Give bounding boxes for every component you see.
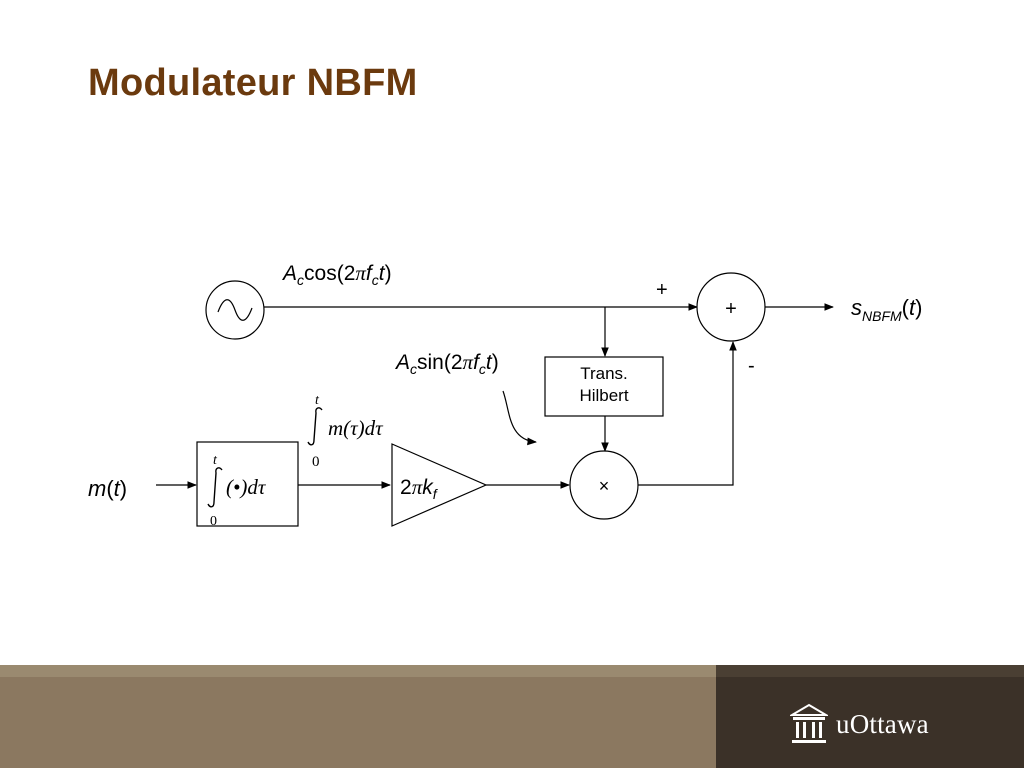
multiplier-symbol: × <box>599 476 610 496</box>
integrator-block: t 0 (•)dτ <box>196 441 299 529</box>
nbfm-block-diagram: Accos(2πfct) + + sNBFM(t) - Trans. Hilbe… <box>88 261 922 529</box>
integral-upper-limit: t <box>315 393 320 408</box>
plus-sign-label: + <box>656 279 668 301</box>
integral-body: m(τ)dτ <box>328 416 384 440</box>
integrator-body: (•)dτ <box>226 475 267 499</box>
pointer-arrow <box>502 390 537 446</box>
adder-symbol: + <box>725 298 737 320</box>
footer-right-band-top <box>716 665 1024 677</box>
carrier-sin-label: Acsin(2πfct) <box>394 350 499 377</box>
multiplier-block: × <box>569 450 639 520</box>
footer-right-panel <box>716 677 1024 768</box>
footer-left-panel <box>0 677 716 768</box>
integral-expression: t 0 m(τ)dτ <box>307 393 384 470</box>
integral-lower-limit: 0 <box>312 454 320 470</box>
gain-block: 2πkf <box>391 443 488 527</box>
feedback-line <box>638 341 737 486</box>
adder-block: + <box>696 272 766 342</box>
gain-label: 2πkf <box>400 475 439 502</box>
carrier-cos-label: Accos(2πfct) <box>281 261 392 288</box>
integral-expr-sign-icon <box>307 407 323 446</box>
logo-text: uOttawa <box>836 708 929 739</box>
hilbert-label-line1: Trans. <box>580 364 628 383</box>
output-signal-label: sNBFM(t) <box>851 295 922 324</box>
integral-sign-icon <box>207 467 223 508</box>
integrator-upper-limit: t <box>213 453 218 468</box>
integrator-lower-limit: 0 <box>210 514 217 529</box>
oscillator-block <box>205 280 265 340</box>
page-title: Modulateur NBFM <box>88 62 418 104</box>
hilbert-label-line2: Hilbert <box>579 386 628 405</box>
hilbert-transform-block: Trans. Hilbert <box>544 356 664 417</box>
input-signal-label: m(t) <box>88 476 127 501</box>
university-building-icon <box>790 703 828 743</box>
minus-sign-label: - <box>748 355 755 377</box>
uottawa-logo: uOttawa <box>790 703 929 745</box>
sine-wave-icon <box>217 299 253 321</box>
